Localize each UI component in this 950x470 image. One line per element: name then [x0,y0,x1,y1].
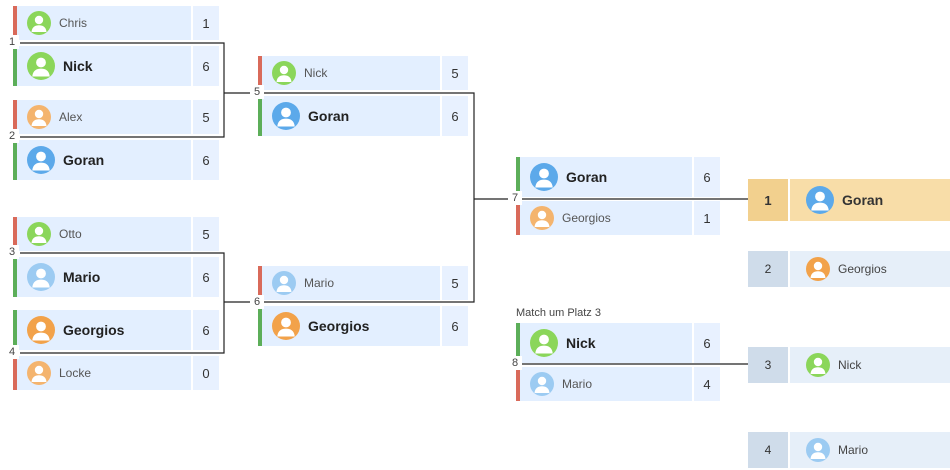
participant-name: Alex [59,110,83,124]
match-number: 8 [508,356,522,370]
participant-score: 6 [440,306,468,346]
avatar-icon [27,52,55,80]
participant-row[interactable]: Goran 6 [13,140,219,180]
participant-name: Otto [59,227,82,241]
participant-score: 6 [191,257,219,297]
participant-name: Mario [562,377,593,391]
participant-name: Chris [59,16,88,30]
third-place-match-card: Nick 6 Mario 4 [516,323,720,401]
participant-score: 5 [440,56,468,90]
ranking-row[interactable]: 1 Goran [748,179,950,221]
rank-position: 3 [748,347,790,383]
participant-score: 6 [191,46,219,86]
participant-row[interactable]: Georgios 6 [13,310,219,350]
match-number: 5 [250,85,264,99]
avatar-icon [27,105,51,129]
match-card: Georgios 6 Locke 0 [13,310,219,390]
avatar-icon [27,11,51,35]
participant-row[interactable]: Chris 1 [13,6,219,40]
participant-row[interactable]: Nick 6 [13,46,219,86]
rank-name: Nick [838,358,862,372]
match-number: 2 [5,129,19,143]
avatar-icon [806,257,830,281]
match-card: Nick 5 Goran 6 [258,56,468,136]
avatar-icon [806,186,834,214]
participant-row[interactable]: Georgios 6 [258,306,468,346]
ranking-row[interactable]: 3 Nick [748,347,950,383]
participant-score: 5 [191,217,219,251]
rank-position: 2 [748,251,790,287]
rank-name: Mario [838,443,869,457]
participant-name: Georgios [63,322,125,338]
avatar-icon [530,372,554,396]
participant-score: 5 [191,100,219,134]
match-number: 4 [5,345,19,359]
participant-row[interactable]: Goran 6 [258,96,468,136]
participant-score: 6 [191,140,219,180]
participant-row[interactable]: Mario 4 [516,367,720,401]
avatar-icon [27,222,51,246]
rank-name: Georgios [838,262,887,276]
participant-name: Georgios [308,318,370,334]
participant-row[interactable]: Georgios 1 [516,201,720,235]
participant-score: 5 [440,266,468,300]
avatar-icon [27,263,55,291]
avatar-icon [27,361,51,385]
participant-row[interactable]: Alex 5 [13,100,219,134]
match-card: Otto 5 Mario 6 [13,217,219,297]
participant-name: Mario [63,269,101,285]
avatar-icon [530,163,558,191]
participant-score: 6 [191,310,219,350]
match-number: 1 [5,35,19,49]
participant-score: 6 [440,96,468,136]
rank-position: 4 [748,432,790,468]
avatar-icon [272,271,296,295]
match-number: 7 [508,191,522,205]
participant-row[interactable]: Locke 0 [13,356,219,390]
participant-row[interactable]: Nick 5 [258,56,468,90]
participant-name: Goran [308,108,350,124]
participant-name: Locke [59,366,92,380]
match-card: Mario 5 Georgios 6 [258,266,468,346]
participant-row[interactable]: Nick 6 [516,323,720,363]
rank-position: 1 [748,179,790,221]
participant-score: 0 [191,356,219,390]
ranking-row[interactable]: 2 Georgios [748,251,950,287]
participant-row[interactable]: Mario 5 [258,266,468,300]
avatar-icon [806,353,830,377]
participant-name: Nick [566,335,596,351]
participant-name: Mario [304,276,335,290]
third-place-label: Match um Platz 3 [516,307,601,319]
match-card: Alex 5 Goran 6 [13,100,219,180]
ranking-row[interactable]: 4 Mario [748,432,950,468]
avatar-icon [806,438,830,462]
participant-name: Georgios [562,211,611,225]
avatar-icon [27,146,55,174]
match-card: Chris 1 Nick 6 [13,6,219,86]
participant-score: 1 [191,6,219,40]
avatar-icon [272,102,300,130]
participant-score: 6 [692,157,720,197]
participant-name: Nick [63,58,93,74]
avatar-icon [272,312,300,340]
match-number: 3 [5,245,19,259]
avatar-icon [27,316,55,344]
participant-row[interactable]: Otto 5 [13,217,219,251]
participant-name: Goran [63,152,105,168]
match-number: 6 [250,295,264,309]
participant-score: 6 [692,323,720,363]
rank-name: Goran [842,192,884,208]
avatar-icon [530,329,558,357]
participant-row[interactable]: Mario 6 [13,257,219,297]
participant-name: Nick [304,66,328,80]
participant-name: Goran [566,169,608,185]
final-match-card: Goran 6 Georgios 1 [516,157,720,235]
participant-row[interactable]: Goran 6 [516,157,720,197]
avatar-icon [530,206,554,230]
participant-score: 1 [692,201,720,235]
participant-score: 4 [692,367,720,401]
avatar-icon [272,61,296,85]
